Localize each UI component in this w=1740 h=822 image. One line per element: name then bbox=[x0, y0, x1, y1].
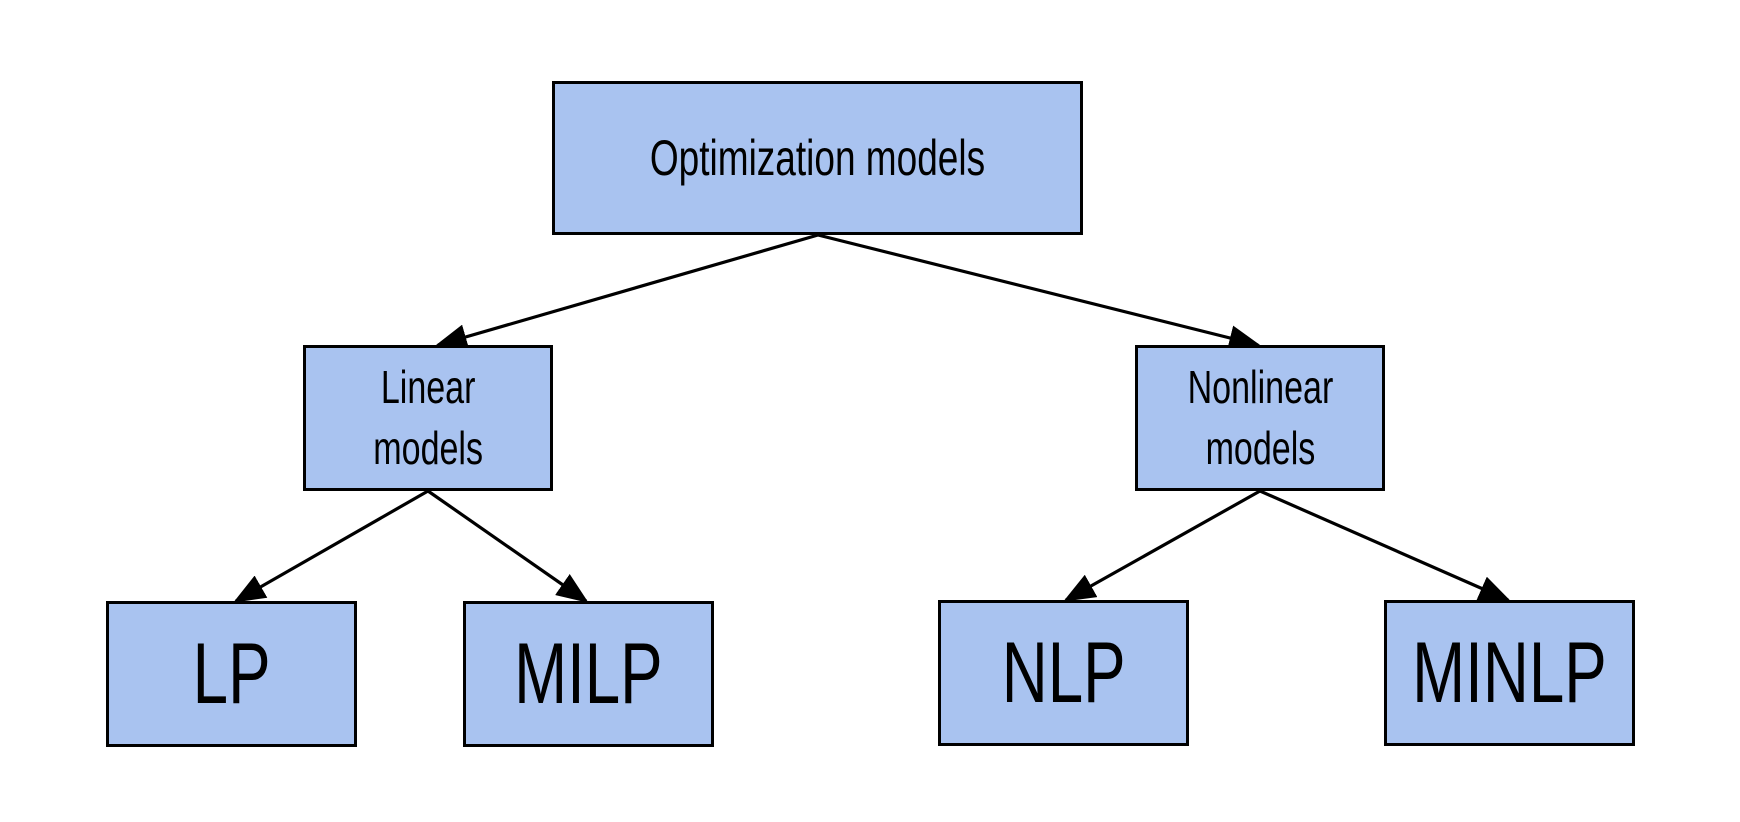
edge-linear-to-lp bbox=[233, 489, 429, 603]
node-minlp: MINLP bbox=[1384, 600, 1635, 746]
node-optimization-models: Optimization models bbox=[552, 81, 1083, 235]
node-lp: LP bbox=[106, 601, 357, 747]
node-minlp-label: MINLP bbox=[1412, 625, 1607, 721]
node-milp: MILP bbox=[463, 601, 714, 747]
node-nlp-label: NLP bbox=[1001, 625, 1126, 721]
node-linear-models: Linear models bbox=[303, 345, 553, 491]
edge-nonlinear-to-nlp bbox=[1063, 489, 1261, 602]
node-lp-label: LP bbox=[192, 626, 271, 722]
node-nonlinear-models-label: Nonlinear models bbox=[1187, 361, 1333, 474]
node-nonlinear-models: Nonlinear models bbox=[1135, 345, 1385, 491]
edge-nonlinear-to-minlp bbox=[1259, 489, 1511, 602]
node-optimization-models-label: Optimization models bbox=[649, 129, 986, 186]
edge-root-to-nonlinear bbox=[817, 233, 1262, 351]
edge-linear-to-milp bbox=[427, 489, 589, 603]
node-milp-label: MILP bbox=[514, 626, 663, 722]
node-linear-models-label: Linear models bbox=[373, 361, 483, 474]
node-nlp: NLP bbox=[938, 600, 1189, 746]
edge-root-to-linear bbox=[434, 233, 819, 350]
